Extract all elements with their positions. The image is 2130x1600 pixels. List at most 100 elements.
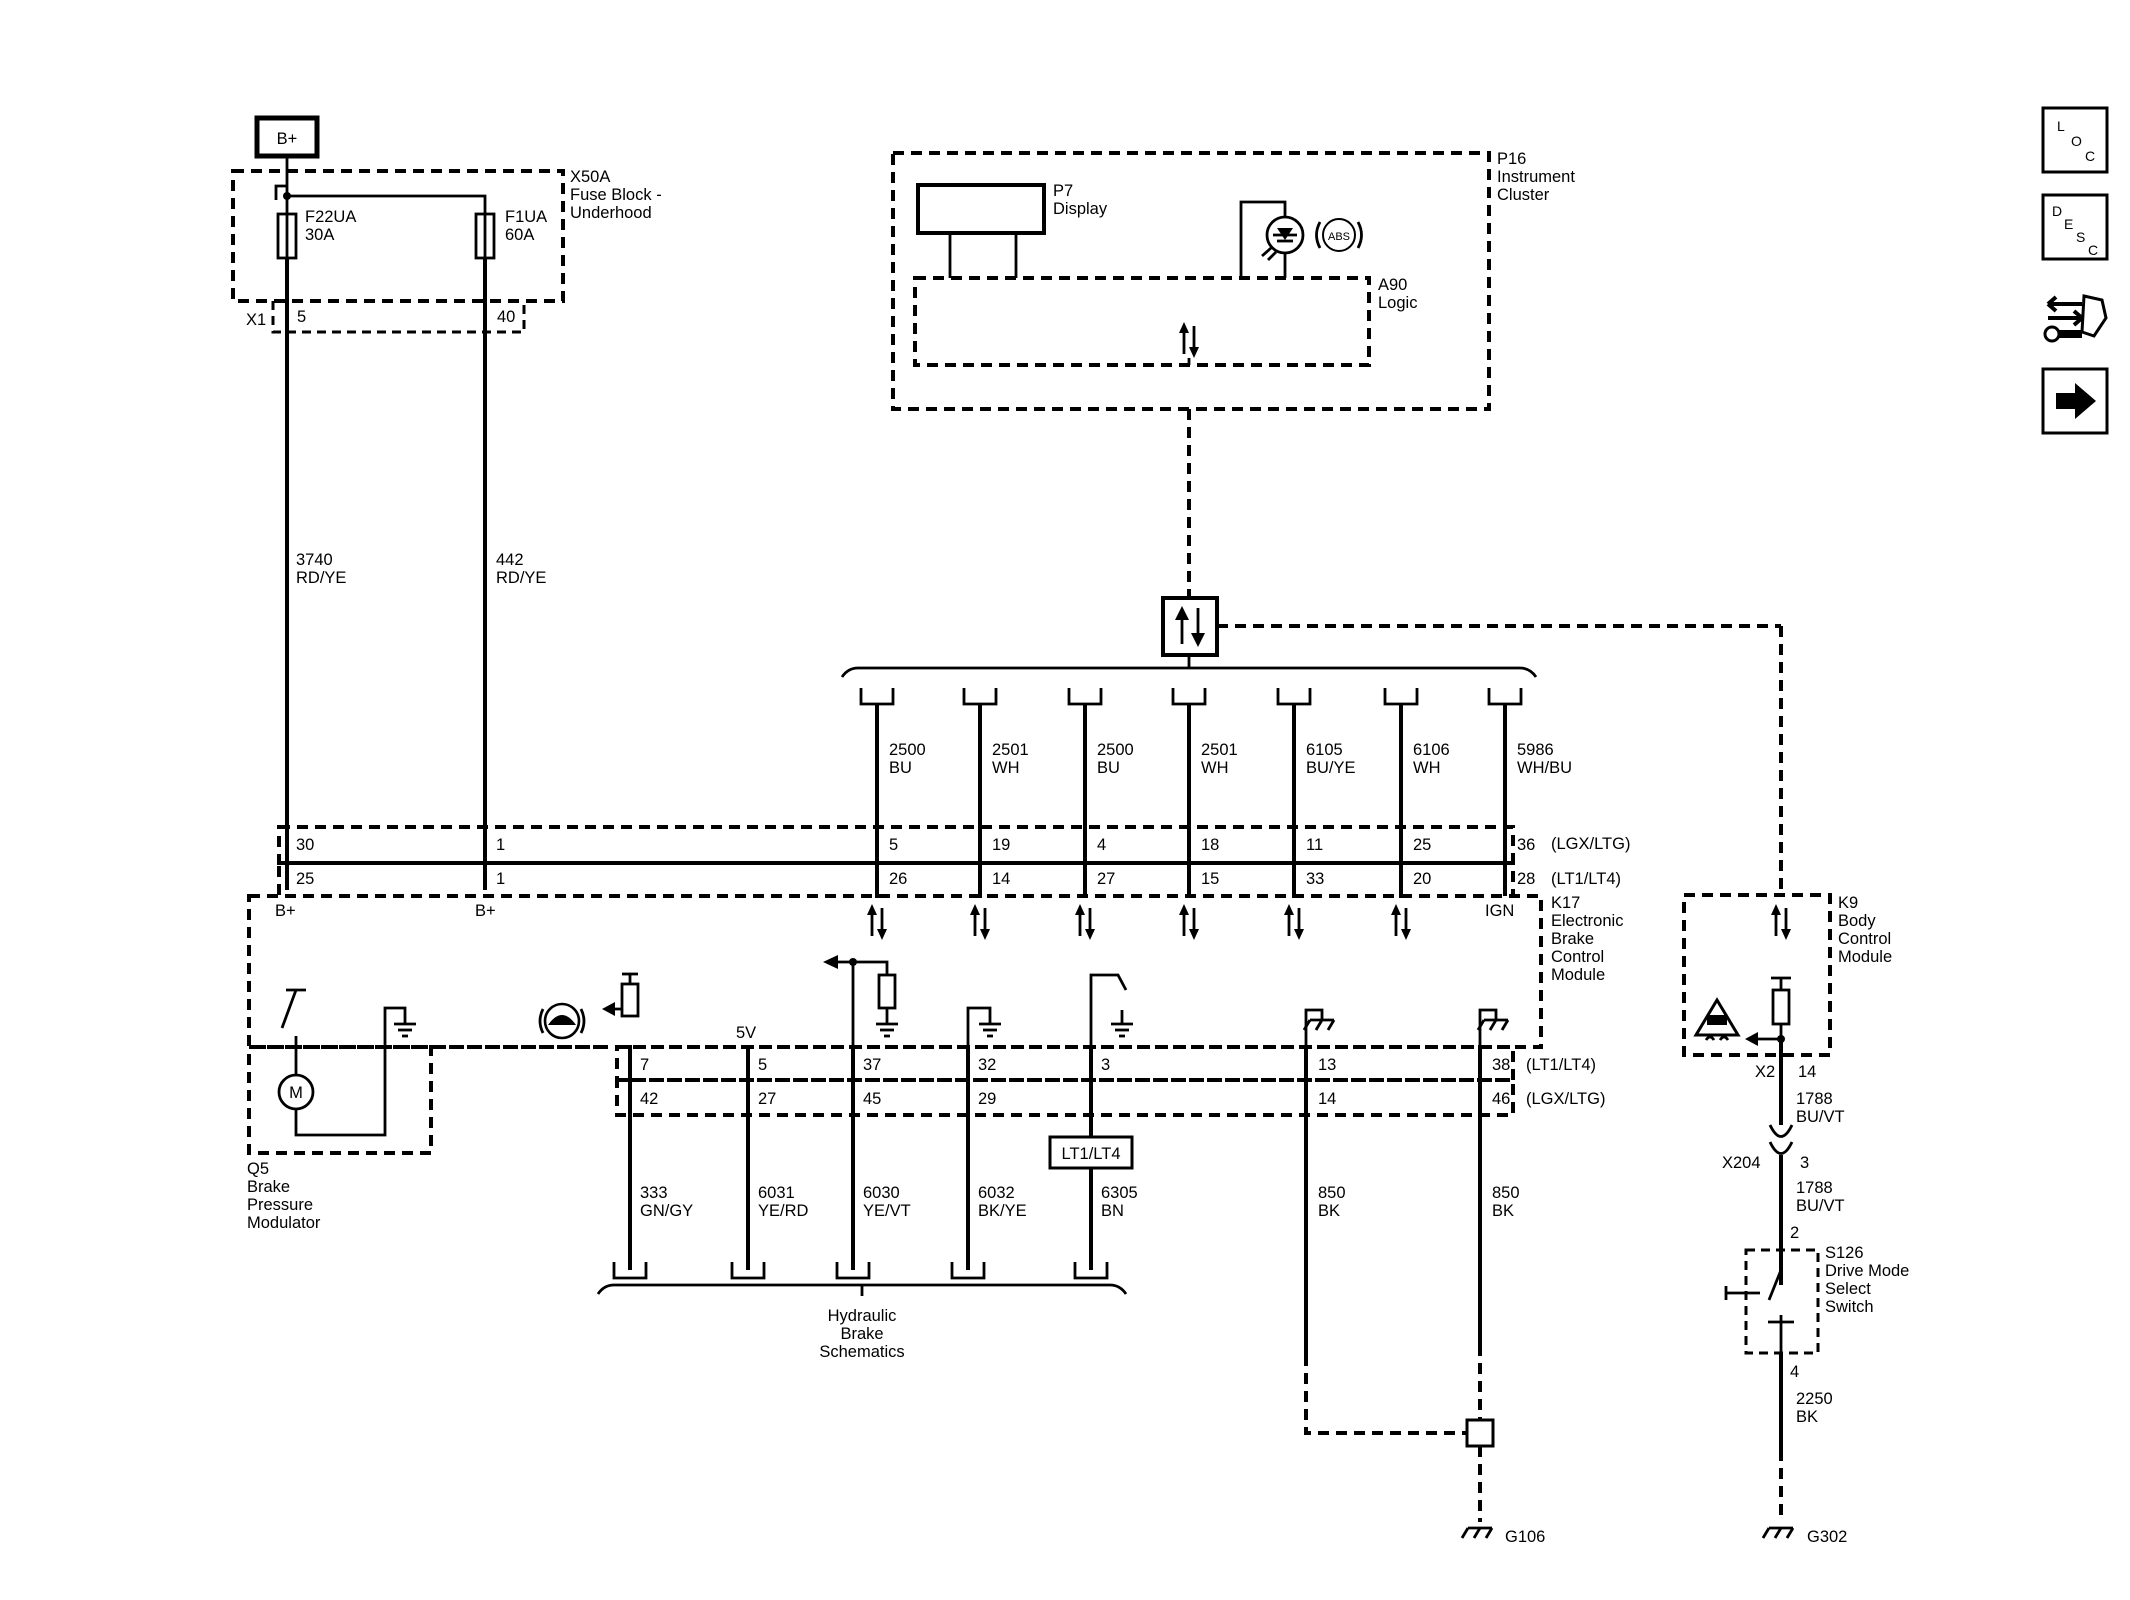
- bus-data-arrows: [1177, 902, 1201, 942]
- desc-char-3: S: [2076, 229, 2085, 245]
- lower-pin-lt: 7: [640, 1056, 649, 1074]
- lower-pin-lgx: 46: [1492, 1090, 1510, 1108]
- bus-pin-lt: 14: [992, 870, 1010, 888]
- bus-wire-color: BU: [1097, 759, 1120, 777]
- hydraulic-line-2: Brake: [840, 1325, 883, 1343]
- p16-name-1: Instrument: [1497, 168, 1575, 186]
- lt-tag-label: LT1/LT4: [1062, 1145, 1121, 1163]
- bus-terminal: [1276, 686, 1312, 706]
- desc-char-4: C: [2088, 242, 2098, 258]
- p16-name-2: Cluster: [1497, 186, 1550, 204]
- fuse-f22ua-name: F22UA: [305, 208, 356, 226]
- x204-pin: 3: [1800, 1154, 1809, 1172]
- lower-wire-color: YE/VT: [863, 1202, 911, 1220]
- fuse-block-x50a: X50A Fuse Block - Underhood X1 F22UA 30A…: [231, 168, 662, 334]
- p7-name: Display: [1053, 200, 1108, 218]
- lower-wire-group: 742333GN/GY5276031YE/RD37456030YE/VT3229…: [612, 1045, 1520, 1355]
- lower-wire-circuit: 6032: [978, 1184, 1015, 1202]
- logic-a90: A90 Logic: [913, 276, 1417, 367]
- bus-wire-circuit: 2500: [889, 741, 926, 759]
- a90-ref: A90: [1378, 276, 1407, 294]
- connector-repair-icon[interactable]: [2043, 282, 2108, 352]
- bus-wire-circuit: 2500: [1097, 741, 1134, 759]
- lower-wire-color: BK/YE: [978, 1202, 1027, 1220]
- abs-icon: ABS: [1315, 218, 1363, 252]
- k9-data-arrows: [1769, 902, 1793, 942]
- bus-wire-circuit: 5986: [1517, 741, 1554, 759]
- lower-pin-lgx: 14: [1318, 1090, 1336, 1108]
- instrument-cluster-p16: P16 Instrument Cluster P7 Display ABS A9…: [891, 150, 1575, 411]
- bus-pin-lgx: 5: [889, 836, 898, 854]
- bus-wire-color: BU/YE: [1306, 759, 1356, 777]
- s126-ref: S126: [1825, 1244, 1864, 1262]
- bus-pin-lt: 20: [1413, 870, 1431, 888]
- bus-terminal: [859, 686, 895, 706]
- hydraulic-bracket: Hydraulic Brake Schematics: [596, 1283, 1128, 1361]
- k9-ref: K9: [1838, 894, 1858, 912]
- k17-name-4: Module: [1551, 966, 1605, 984]
- brake-pressure-modulator-q5: M Q5 Brake Pressure Modulator: [247, 988, 603, 1232]
- bus-pin-lt: 27: [1097, 870, 1115, 888]
- k9-connector: X2: [1755, 1063, 1775, 1081]
- fuse-f22ua-rating: 30A: [305, 226, 334, 244]
- abs-indicator: ABS: [1239, 200, 1363, 278]
- a90-data-arrows: [1177, 320, 1201, 360]
- fuse-f1ua-name: F1UA: [505, 208, 547, 226]
- q5-name-1: Brake: [247, 1178, 290, 1196]
- k17-variant-top: (LGX/LTG): [1551, 835, 1630, 853]
- k17-name-1: Electronic: [1551, 912, 1623, 930]
- pin-3740-lgx: 30: [296, 836, 314, 854]
- pin-f1ua: 40: [497, 308, 515, 326]
- bus-wire-circuit: 6106: [1413, 741, 1450, 759]
- k17-variant-mid: (LT1/LT4): [1551, 870, 1621, 888]
- battery-positive: B+: [254, 115, 320, 178]
- p16-ref: P16: [1497, 150, 1526, 168]
- k9-name-2: Control: [1838, 930, 1891, 948]
- bus-wire-color: WH/BU: [1517, 759, 1572, 777]
- desc-button[interactable]: D E S C: [2041, 193, 2109, 261]
- lower-pin-lt: 3: [1101, 1056, 1110, 1074]
- wire-3740-circuit: 3740: [296, 551, 333, 569]
- x50a-ref: X50A: [570, 168, 610, 186]
- pin-442-lt: 1: [496, 870, 505, 888]
- motor-label: M: [289, 1084, 303, 1102]
- next-page-button[interactable]: [2041, 367, 2109, 435]
- hydraulic-line-1: Hydraulic: [828, 1307, 897, 1325]
- loc-button[interactable]: L O C: [2041, 106, 2109, 174]
- lower-wire-circuit: 6030: [863, 1184, 900, 1202]
- lt-variant-tag: LT1/LT4: [1048, 1135, 1134, 1170]
- bus-pin-lgx: 18: [1201, 836, 1219, 854]
- desc-char-1: D: [2052, 203, 2062, 219]
- a90-name: Logic: [1378, 294, 1417, 312]
- s126-name-2: Select: [1825, 1280, 1871, 1298]
- bus-terminal: [1383, 686, 1419, 706]
- q5-name-3: Modulator: [247, 1214, 321, 1232]
- bus-terminal: [1067, 686, 1103, 706]
- abs-icon-label: ABS: [1328, 231, 1350, 243]
- loc-char-2: O: [2071, 133, 2082, 149]
- lower-wire-color: GN/GY: [640, 1202, 693, 1220]
- bus-data-arrows: [1073, 902, 1097, 942]
- pin-442-lgx: 1: [496, 836, 505, 854]
- bplus-label-b: B+: [475, 902, 496, 920]
- power-wires: 3740 RD/YE 442 RD/YE: [285, 258, 546, 890]
- bus-pin-lgx: 4: [1097, 836, 1106, 854]
- k9-pin: 14: [1798, 1063, 1816, 1081]
- bus-data-arrows: [968, 902, 992, 942]
- bus-wire-circuit: 6105: [1306, 741, 1343, 759]
- s126-pin-bottom: 4: [1790, 1363, 1799, 1381]
- bus-pin-lgx: 25: [1413, 836, 1431, 854]
- lower-pin-lt: 37: [863, 1056, 881, 1074]
- pin-f22ua: 5: [297, 308, 306, 326]
- k17-name-2: Brake: [1551, 930, 1594, 948]
- bus-pin-lt: 28: [1517, 870, 1535, 888]
